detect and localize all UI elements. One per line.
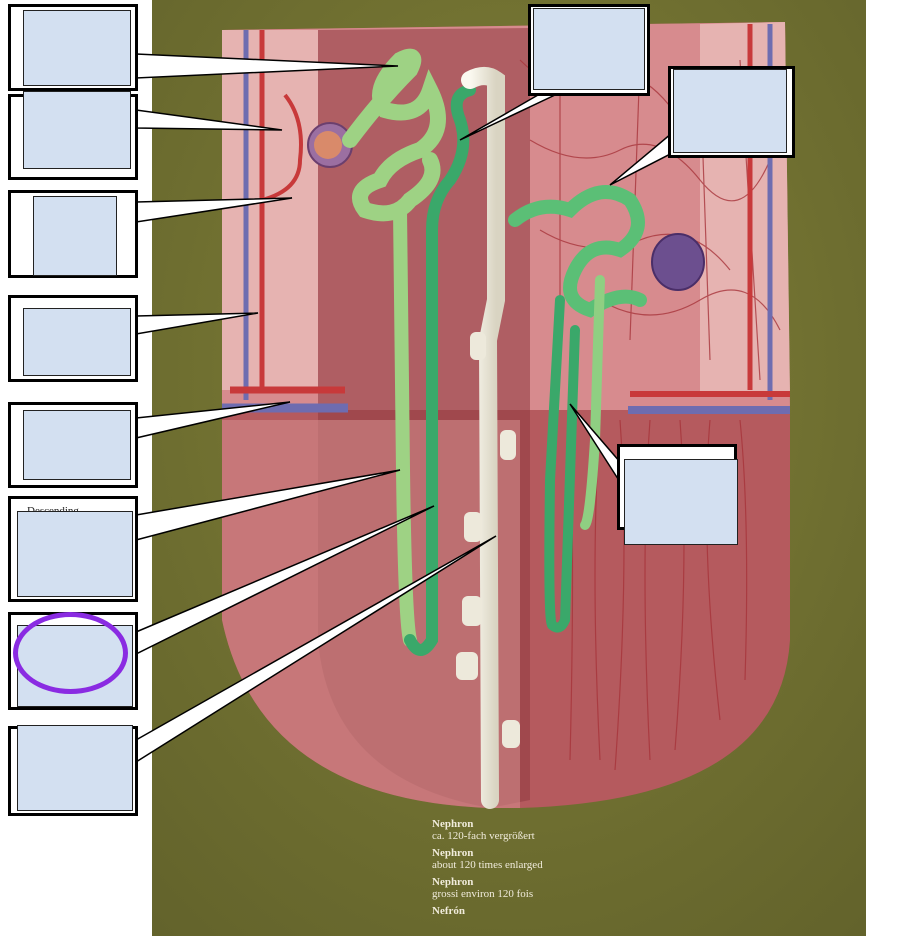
caption-desc: ca. 120-fach vergrößert (432, 830, 535, 842)
right-convoluted-tubule (508, 185, 647, 318)
label-box-8[interactable] (8, 725, 138, 816)
label-box-6[interactable]: Descending (8, 496, 138, 602)
afferent-arteriole (261, 93, 303, 202)
label-box-2[interactable] (8, 91, 138, 180)
label-box-5-field[interactable] (23, 410, 131, 480)
ascending-limb (404, 84, 476, 656)
caption-entry-1: Nephron ca. 120-fach vergrößert (432, 818, 632, 842)
label-box-3-field[interactable] (33, 196, 117, 276)
proximal-convoluted-tubule (342, 48, 446, 222)
label-box-8-field[interactable] (17, 725, 133, 811)
highlight-ring (13, 612, 128, 694)
label-box-3[interactable] (8, 190, 138, 278)
label-box-9[interactable] (528, 4, 650, 96)
glomerulus (314, 131, 342, 159)
leader-lines (135, 53, 679, 764)
caption-entry-2: Nephron about 120 times enlarged (432, 847, 632, 871)
label-box-11[interactable] (617, 444, 738, 545)
caption-desc: about 120 times enlarged (432, 859, 543, 871)
collecting-duct (461, 67, 505, 809)
label-box-9-field[interactable] (533, 8, 645, 90)
label-box-10-field[interactable] (673, 69, 787, 153)
descending-limb (393, 203, 417, 647)
duct-branches (456, 332, 520, 748)
caption-name: Nephron (432, 847, 474, 859)
cortex-light-left (222, 30, 318, 390)
label-box-2-field[interactable] (23, 91, 131, 169)
caption-name: Nephron (432, 876, 474, 888)
caption-entry-3: Nephron grossi environ 120 fois (432, 876, 632, 900)
right-glomerulus (651, 233, 705, 291)
caption-desc: grossi environ 120 fois (432, 888, 534, 900)
label-box-11-field[interactable] (624, 459, 738, 545)
label-box-1[interactable] (8, 4, 138, 91)
label-box-6-field[interactable] (17, 511, 133, 597)
caption: Nephron ca. 120-fach vergrößert Nephron … (432, 818, 632, 917)
label-box-10[interactable] (668, 66, 795, 158)
caption-entry-4: Nefrón (432, 905, 632, 917)
label-box-1-field[interactable] (23, 10, 131, 86)
label-box-4[interactable] (8, 295, 138, 382)
caption-name: Nephron (432, 818, 474, 830)
caption-name: Nefrón (432, 905, 465, 917)
label-box-4-field[interactable] (23, 308, 131, 376)
label-box-5[interactable] (8, 402, 138, 488)
right-loop-of-henle (544, 295, 580, 633)
